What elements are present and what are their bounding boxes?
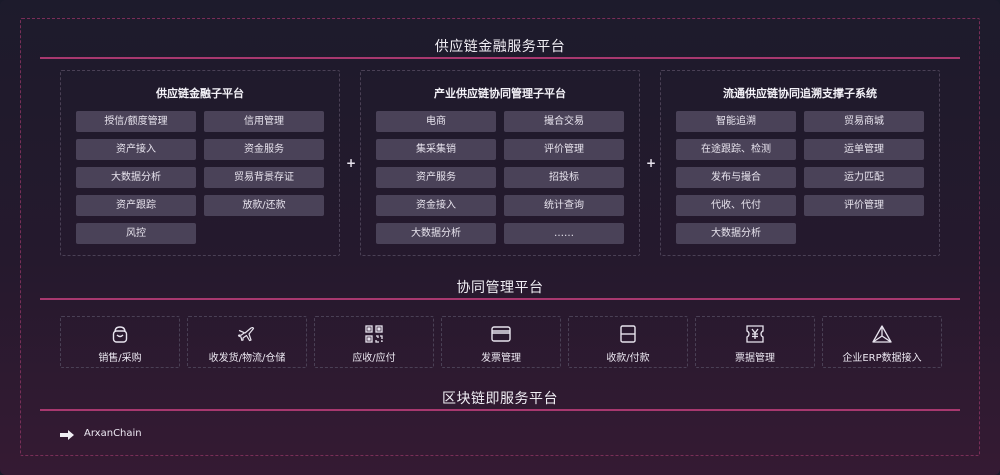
chip-bidding: 招投标: [504, 167, 624, 188]
chip-credit-management: 信用管理: [204, 111, 324, 132]
module-label: 企业ERP数据接入: [842, 353, 922, 364]
chip-ecommerce: 电商: [376, 111, 496, 132]
arxanchain-label: ArxanChain: [84, 428, 142, 439]
module-label: 销售/采购: [98, 353, 142, 364]
payment-card-icon: [569, 323, 687, 345]
module-label: 发票管理: [481, 353, 521, 364]
chip-central-purchase: 集采集销: [376, 139, 496, 160]
shopping-bag-icon: [61, 323, 179, 345]
invoice-card-icon: [442, 323, 560, 345]
triangle-network-icon: [823, 323, 941, 345]
chip-big-data: 大数据分析: [376, 223, 496, 244]
chip-loan-repayment: 放款/还款: [204, 195, 324, 216]
sub-title: 流通供应链协同追溯支撑子系统: [723, 87, 877, 100]
arrow-right-icon: [60, 430, 74, 440]
chip-evaluation: 评价管理: [504, 139, 624, 160]
chip-fund-access: 资金接入: [376, 195, 496, 216]
qr-code-icon: [315, 323, 433, 345]
sub-system-traceability: 流通供应链协同追溯支撑子系统 智能追溯 贸易商城 在途跟踪、检测 运单管理 发布…: [660, 70, 940, 256]
module-erp: 企业ERP数据接入: [822, 316, 942, 368]
chip-collect-pay: 代收、代付: [676, 195, 796, 216]
sub-platform-industry: 产业供应链协同管理子平台 电商 撮合交易 集采集销 评价管理 资产服务 招投标 …: [360, 70, 640, 256]
module-payment: 收款/付款: [568, 316, 688, 368]
module-invoice: 发票管理: [441, 316, 561, 368]
module-sales-purchase: 销售/采购: [60, 316, 180, 368]
module-label: 应收/应付: [352, 353, 396, 364]
chip-capacity-match: 运力匹配: [804, 167, 924, 188]
plus-sign: +: [646, 156, 657, 170]
chip-trade-mall: 贸易商城: [804, 111, 924, 132]
chip-smart-trace: 智能追溯: [676, 111, 796, 132]
module-logistics: 收发货/物流/仓储: [187, 316, 307, 368]
chip-fund-service: 资金服务: [204, 139, 324, 160]
chip-publish-match: 发布与撮合: [676, 167, 796, 188]
chip-transit-tracking: 在途跟踪、检测: [676, 139, 796, 160]
platform-title: 供应链金融服务平台: [434, 39, 566, 55]
module-label: 收款/付款: [606, 353, 650, 364]
module-bills: 票据管理: [695, 316, 815, 368]
chip-ellipsis: ……: [504, 223, 624, 244]
chip-asset-access: 资产接入: [76, 139, 196, 160]
chip-statistics: 统计查询: [504, 195, 624, 216]
blockchain-divider: [40, 409, 960, 411]
collab-title: 协同管理平台: [456, 280, 544, 296]
chip-evaluation: 评价管理: [804, 195, 924, 216]
module-receivable-payable: 应收/应付: [314, 316, 434, 368]
chip-risk-control: 风控: [76, 223, 196, 244]
sub-title: 产业供应链协同管理子平台: [434, 87, 566, 100]
chip-big-data: 大数据分析: [76, 167, 196, 188]
blockchain-title: 区块链即服务平台: [442, 391, 558, 407]
outer-frame: [20, 18, 980, 456]
sub-title: 供应链金融子平台: [156, 87, 244, 100]
chip-asset-tracking: 资产跟踪: [76, 195, 196, 216]
airplane-icon: [188, 323, 306, 345]
module-label: 收发货/物流/仓储: [208, 353, 286, 364]
chip-trade-evidence: 贸易背景存证: [204, 167, 324, 188]
chip-waybill: 运单管理: [804, 139, 924, 160]
collab-divider: [40, 298, 960, 300]
chip-matching-trade: 撮合交易: [504, 111, 624, 132]
chip-big-data: 大数据分析: [676, 223, 796, 244]
yen-ticket-icon: [696, 323, 814, 345]
sub-platform-finance: 供应链金融子平台 授信/额度管理 信用管理 资产接入 资金服务 大数据分析 贸易…: [60, 70, 340, 256]
chip-asset-service: 资产服务: [376, 167, 496, 188]
platform-divider: [40, 57, 960, 59]
plus-sign: +: [346, 156, 357, 170]
chip-credit-limit: 授信/额度管理: [76, 111, 196, 132]
module-label: 票据管理: [735, 353, 775, 364]
